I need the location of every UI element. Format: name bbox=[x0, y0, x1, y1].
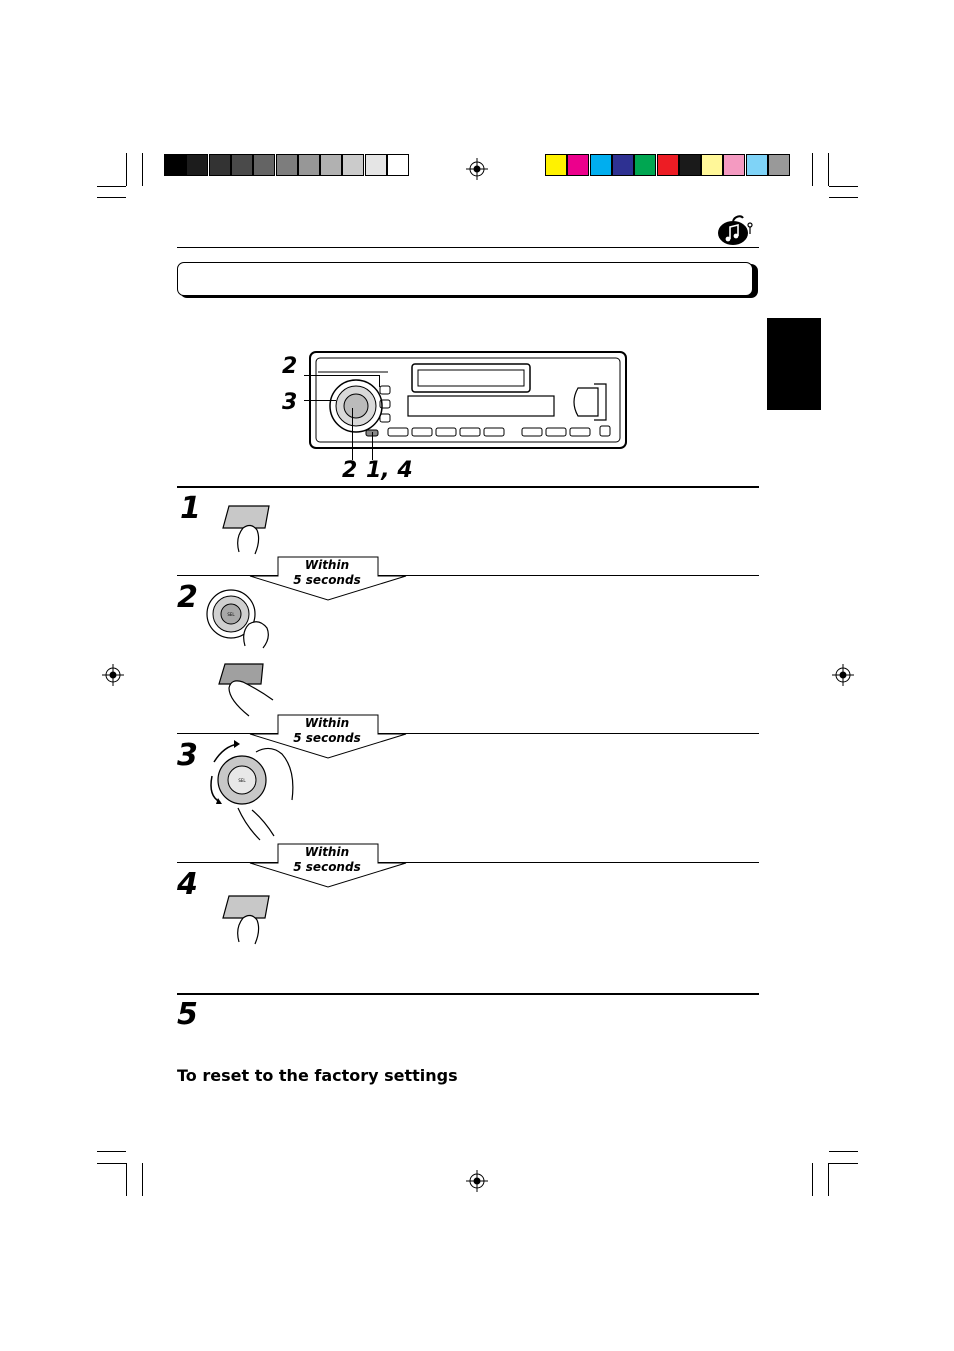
finger-press-icon bbox=[218, 663, 274, 717]
color-swatch bbox=[634, 154, 657, 176]
grayscale-swatch bbox=[364, 154, 387, 176]
rotate-knob-icon: SEL bbox=[210, 740, 294, 841]
callout-label: 3 bbox=[282, 390, 298, 415]
reset-heading: To reset to the factory settings bbox=[177, 1066, 458, 1085]
step-divider bbox=[177, 733, 759, 734]
callout-label: 1, 4 bbox=[366, 458, 413, 483]
registration-mark-icon bbox=[832, 664, 854, 686]
registration-mark-icon bbox=[102, 664, 124, 686]
grayscale-swatch bbox=[208, 154, 231, 176]
step-number: 2 bbox=[177, 580, 198, 615]
within-arrow bbox=[249, 714, 407, 759]
color-swatch bbox=[678, 154, 701, 176]
callout-label: 2 bbox=[342, 458, 358, 483]
grayscale-swatch bbox=[186, 154, 209, 176]
callout-label: 2 bbox=[282, 354, 298, 379]
color-swatch bbox=[656, 154, 679, 176]
registration-mark-icon bbox=[466, 158, 488, 180]
color-swatch bbox=[723, 154, 746, 176]
color-swatch bbox=[567, 154, 590, 176]
knob-label: SEL bbox=[227, 612, 235, 617]
grayscale-swatch bbox=[387, 154, 409, 176]
finger-press-icon bbox=[222, 895, 270, 945]
grayscale-swatch bbox=[297, 154, 320, 176]
control-knob-icon: SEL bbox=[206, 589, 269, 649]
leader-line bbox=[352, 408, 353, 460]
grayscale-swatch bbox=[253, 154, 276, 176]
knob-label: SEL bbox=[238, 778, 246, 783]
step-divider bbox=[177, 993, 759, 995]
color-swatch bbox=[611, 154, 634, 176]
step-number: 4 bbox=[177, 867, 198, 902]
registration-mark-icon bbox=[466, 1170, 488, 1192]
color-swatch bbox=[745, 154, 768, 176]
leader-line bbox=[379, 375, 380, 387]
leader-line bbox=[372, 432, 373, 460]
grayscale-swatch bbox=[164, 154, 186, 176]
grayscale-swatch bbox=[320, 154, 343, 176]
step-divider bbox=[177, 862, 759, 863]
car-stereo-illustration bbox=[309, 351, 627, 449]
color-swatch bbox=[589, 154, 612, 176]
leader-line bbox=[304, 400, 336, 401]
grayscale-swatch bbox=[342, 154, 365, 176]
step-divider bbox=[177, 486, 759, 488]
step-number: 1 bbox=[180, 491, 201, 526]
title-box bbox=[177, 262, 753, 296]
grayscale-swatch bbox=[275, 154, 298, 176]
color-swatch bbox=[701, 154, 724, 176]
grayscale-swatch bbox=[230, 154, 253, 176]
step-number: 5 bbox=[177, 997, 198, 1032]
within-arrow bbox=[249, 843, 407, 888]
within-arrow bbox=[249, 556, 407, 601]
finger-press-icon bbox=[222, 505, 270, 555]
leader-line bbox=[304, 375, 380, 376]
header-rule bbox=[177, 247, 759, 248]
step-number: 3 bbox=[177, 738, 198, 773]
color-swatch bbox=[545, 154, 567, 176]
step-divider bbox=[177, 575, 759, 576]
music-note-icon bbox=[718, 215, 753, 245]
language-tab bbox=[767, 318, 821, 410]
color-swatch bbox=[768, 154, 790, 176]
